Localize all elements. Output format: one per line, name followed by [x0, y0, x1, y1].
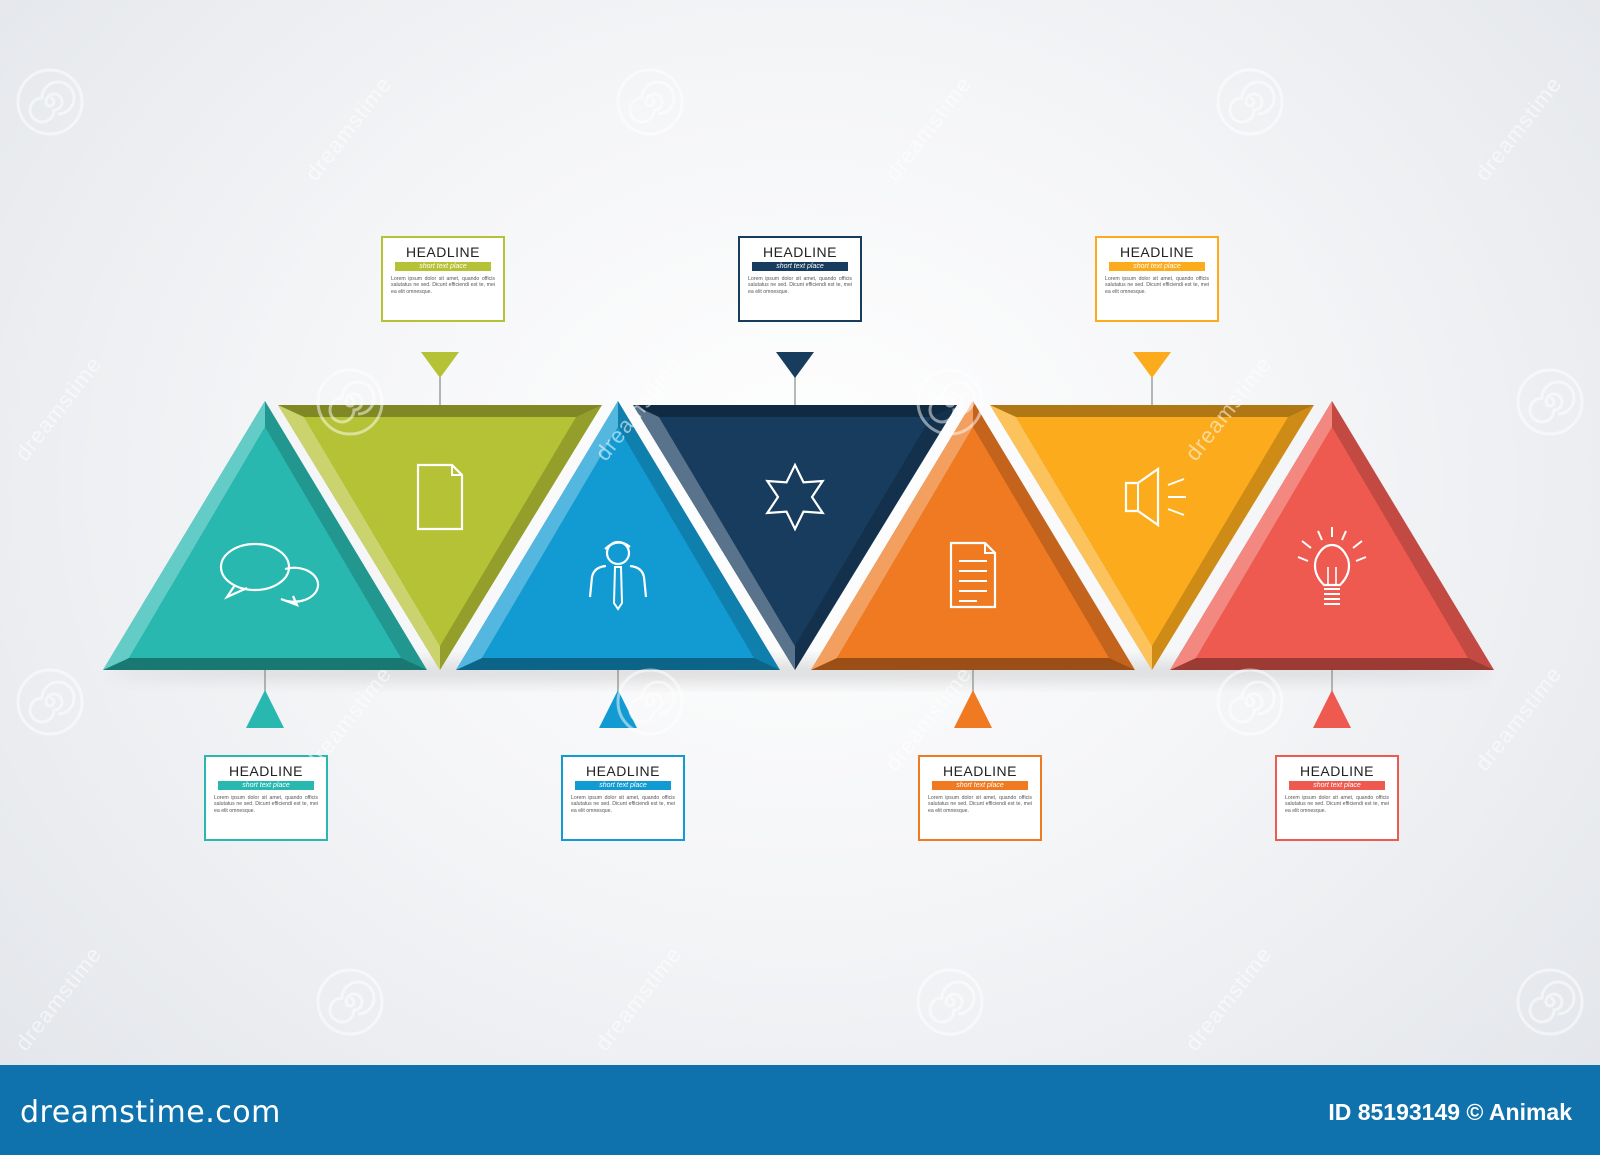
watermark-logo-icon — [916, 368, 984, 436]
watermark-logo-icon — [1516, 368, 1584, 436]
pointer-marker-3 — [1133, 352, 1171, 405]
watermark-logo-icon — [1216, 668, 1284, 736]
document-icon — [416, 463, 464, 531]
card-body-text: Lorem ipsum dolor sit amet, quando offic… — [1105, 276, 1209, 295]
text-document-icon — [949, 541, 997, 609]
triangle-segment-blue — [456, 401, 780, 670]
watermark-logo-icon — [16, 668, 84, 736]
triangle-highlight — [990, 405, 1152, 670]
pointer-marker-6 — [954, 670, 992, 728]
triangle-highlight — [633, 405, 795, 670]
card-headline: HEADLINE — [228, 763, 304, 779]
triangle-edge — [456, 658, 780, 670]
triangle-segment-orange — [811, 401, 1135, 670]
triangle-highlight — [103, 401, 265, 670]
card-body-text: Lorem ipsum dolor sit amet, quando offic… — [214, 795, 318, 814]
card-headline: HEADLINE — [762, 244, 838, 260]
pointer-marker-4 — [246, 670, 284, 728]
card-body-text: Lorem ipsum dolor sit amet, quando offic… — [571, 795, 675, 814]
card-headline: HEADLINE — [585, 763, 661, 779]
triangle-highlight — [811, 401, 973, 670]
card-subtitle: short text place — [752, 262, 848, 271]
card-headline: HEADLINE — [405, 244, 481, 260]
speaker-icon — [1124, 466, 1186, 528]
triangle-segment-teal — [103, 401, 427, 670]
card-body-text: Lorem ipsum dolor sit amet, quando offic… — [928, 795, 1032, 814]
triangle-segment-amber — [990, 405, 1314, 670]
triangle-segment-navy — [633, 405, 957, 670]
card-headline: HEADLINE — [1299, 763, 1375, 779]
triangle-face — [659, 417, 931, 646]
triangle-highlight — [278, 405, 440, 670]
triangle-highlight — [1170, 401, 1332, 670]
triangle-edge — [103, 658, 427, 670]
watermark-logo-icon — [616, 68, 684, 136]
triangle-face — [1016, 417, 1288, 646]
triangle-face — [129, 427, 401, 658]
watermark-logo-icon — [316, 368, 384, 436]
businessman-icon — [588, 540, 648, 611]
card-subtitle: short text place — [395, 262, 491, 271]
triangle-face — [304, 417, 576, 646]
row-shadow — [110, 662, 1490, 682]
star-icon — [765, 462, 825, 532]
watermark-logo-icon — [1516, 968, 1584, 1036]
triangle-segment-coral — [1170, 401, 1494, 670]
triangle-face — [1196, 427, 1468, 658]
image-credit: ID 85193149 © Animak — [1328, 1099, 1572, 1125]
triangle-infographic — [103, 352, 1494, 728]
card-headline: HEADLINE — [1119, 244, 1195, 260]
triangle-edge — [811, 658, 1135, 670]
watermark-logo-icon — [1216, 68, 1284, 136]
speech-bubbles-icon — [219, 542, 320, 607]
pointer-marker-7 — [1313, 670, 1351, 728]
triangle-highlight — [456, 401, 618, 670]
card-body-text: Lorem ipsum dolor sit amet, quando offic… — [748, 276, 852, 295]
card-subtitle: short text place — [1109, 262, 1205, 271]
watermark-logo-icon — [16, 68, 84, 136]
triangle-edge — [990, 405, 1314, 417]
card-subtitle: short text place — [218, 781, 314, 790]
card-subtitle: short text place — [932, 781, 1028, 790]
watermark-logo-icon — [916, 968, 984, 1036]
light-bulb-icon — [1297, 527, 1367, 605]
card-subtitle: short text place — [1289, 781, 1385, 790]
watermark-logo-icon — [316, 968, 384, 1036]
card-body-text: Lorem ipsum dolor sit amet, quando offic… — [391, 276, 495, 295]
card-subtitle: short text place — [575, 781, 671, 790]
triangle-edge — [1170, 658, 1494, 670]
card-body-text: Lorem ipsum dolor sit amet, quando offic… — [1285, 795, 1389, 814]
footer-logo[interactable]: dreamstime.com — [20, 1095, 281, 1130]
pointer-marker-2 — [776, 352, 814, 405]
watermark-logo-icon — [616, 668, 684, 736]
triangle-edge — [633, 405, 957, 417]
pointer-marker-1 — [421, 352, 459, 405]
card-headline: HEADLINE — [942, 763, 1018, 779]
footer-bar: dreamstime.com ID 85193149 © Animak — [0, 1065, 1600, 1155]
